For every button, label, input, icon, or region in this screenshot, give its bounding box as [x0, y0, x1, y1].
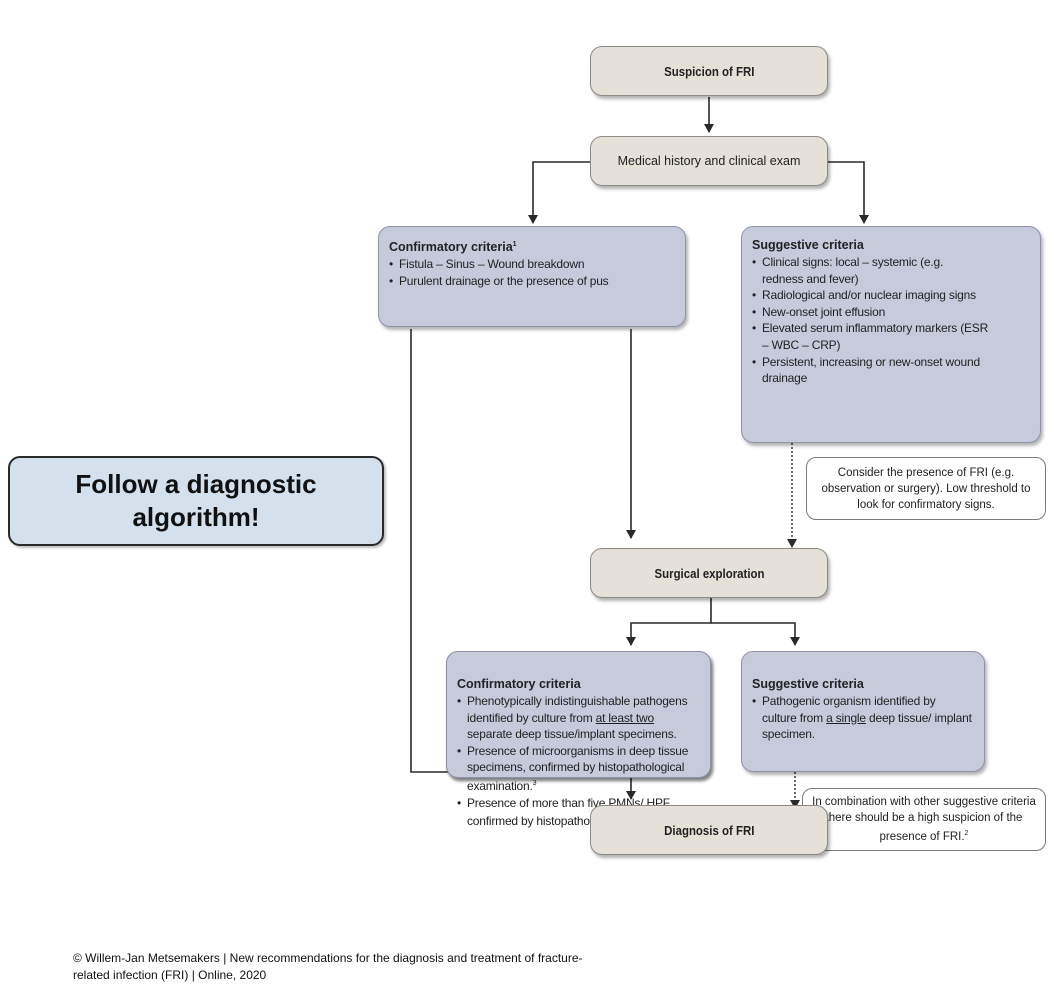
confirmatory-criteria-2-title: Confirmatory criteria	[457, 677, 581, 691]
diagnosis-node: Diagnosis of FRI	[590, 805, 828, 855]
arrow-history-suggestive	[828, 161, 869, 224]
list-item: Elevated serum inflammatory markers (ESR…	[752, 320, 1012, 353]
suspicion-node: Suspicion of FRI	[590, 46, 828, 96]
surgical-exploration-label: Surgical exploration	[653, 565, 764, 581]
suggestive-criteria-2-node: Suggestive criteria Pathogenic organism …	[741, 651, 985, 772]
list-item: Fistula – Sinus – Wound breakdown	[389, 256, 673, 273]
credit-text: © Willem-Jan Metsemakers | New recommend…	[73, 951, 583, 982]
combination-note-text: In combination with other suggestive cri…	[812, 796, 1036, 843]
suggestive-criteria-title: Suggestive criteria	[752, 238, 864, 252]
consider-note-text: Consider the presence of FRI (e.g. obser…	[821, 466, 1031, 511]
history-node: Medical history and clinical exam	[590, 136, 828, 186]
suggestive-criteria-2-list: Pathogenic organism identified by cultur…	[752, 693, 972, 743]
arrow-surgical-suggestive2	[711, 622, 800, 646]
suggestive-criteria-2-title: Suggestive criteria	[752, 677, 864, 691]
list-item: Pathogenic organism identified by cultur…	[752, 693, 972, 743]
confirmatory-criteria-2-body: Confirmatory criteria Phenotypically ind…	[446, 651, 711, 828]
list-item: Persistent, increasing or new-onset woun…	[752, 354, 1012, 387]
list-item: Radiological and/or nuclear imaging sign…	[752, 287, 1012, 304]
suggestive-criteria-list: Clinical signs: local – systemic (e.g. r…	[752, 254, 1028, 387]
list-item: Presence of microorganisms in deep tissu…	[457, 743, 698, 795]
list-item: Clinical signs: local – systemic (e.g. r…	[752, 254, 1012, 287]
arrow-history-confirmatory	[528, 161, 590, 224]
suspicion-label: Suspicion of FRI	[663, 63, 755, 79]
confirmatory-criteria-title: Confirmatory criteria1	[389, 240, 517, 255]
diagnostic-callout: Follow a diagnostic algorithm!	[8, 456, 384, 546]
consider-note: Consider the presence of FRI (e.g. obser…	[806, 457, 1046, 520]
confirmatory-criteria-list: Fistula – Sinus – Wound breakdown Purule…	[389, 256, 673, 289]
combination-note: In combination with other suggestive cri…	[802, 788, 1046, 851]
list-item: New-onset joint effusion	[752, 304, 1012, 321]
list-item: Purulent drainage or the presence of pus	[389, 273, 673, 290]
arrow-surgical-confirmatory2	[626, 597, 712, 646]
surgical-exploration-node: Surgical exploration	[590, 548, 828, 598]
diagnosis-label: Diagnosis of FRI	[663, 822, 755, 838]
history-label: Medical history and clinical exam	[617, 154, 801, 168]
callout-text: Follow a diagnostic algorithm!	[75, 469, 317, 532]
confirmatory-criteria-node: Confirmatory criteria1 Fistula – Sinus –…	[378, 226, 686, 327]
list-item: Phenotypically indistinguishable pathoge…	[457, 693, 698, 743]
suggestive-criteria-node: Suggestive criteria Clinical signs: loca…	[741, 226, 1041, 443]
